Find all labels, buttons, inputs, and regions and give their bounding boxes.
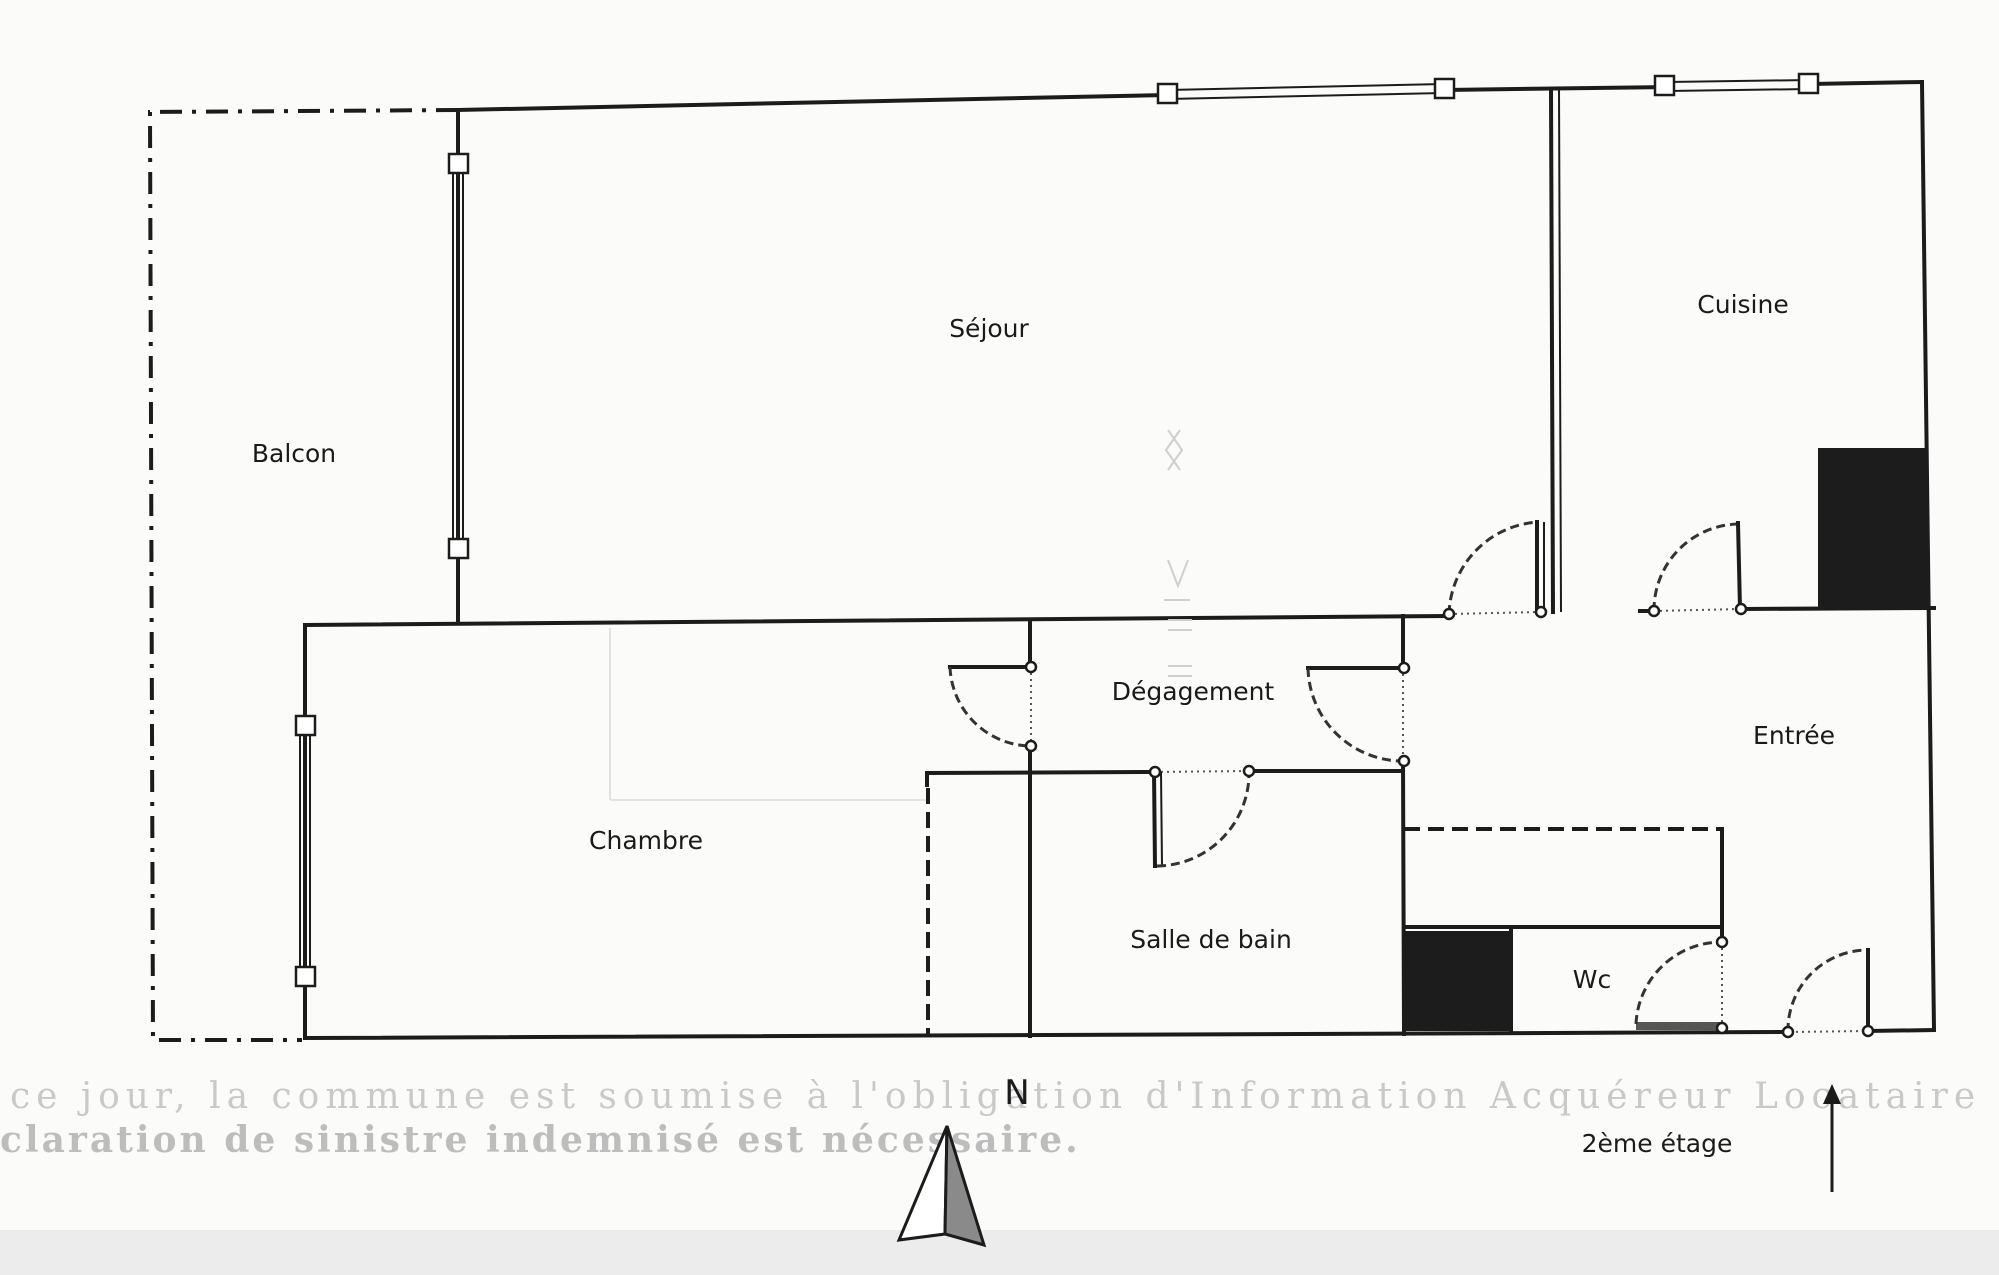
label-cuisine: Cuisine bbox=[1697, 290, 1788, 319]
window-chambre-left bbox=[294, 714, 317, 988]
label-degagement: Dégagement bbox=[1112, 677, 1275, 706]
floor-label: 2ème étage bbox=[1582, 1129, 1733, 1158]
door-cuisine bbox=[1647, 520, 1748, 618]
door-sejour bbox=[1442, 520, 1548, 621]
wc-cupboard bbox=[1405, 931, 1509, 1031]
door-entrance bbox=[1781, 948, 1875, 1039]
compass-label: N bbox=[1004, 1073, 1029, 1113]
door-chambre bbox=[948, 660, 1038, 753]
bleed-through-line-1: ce jour, la commune est soumise à l'obli… bbox=[10, 1076, 1999, 1117]
label-balcon: Balcon bbox=[252, 439, 336, 468]
label-sejour: Séjour bbox=[949, 314, 1029, 343]
label-salle-de-bain: Salle de bain bbox=[1130, 925, 1292, 954]
cuisine-cupboard bbox=[1818, 448, 1928, 610]
label-entree: Entrée bbox=[1753, 721, 1835, 750]
label-wc: Wc bbox=[1573, 965, 1611, 994]
north-arrow-icon: N bbox=[896, 1073, 1030, 1248]
door-salle-de-bain bbox=[1148, 764, 1256, 869]
bleed-through-line-2: claration de sinistre indemnisé est néce… bbox=[0, 1119, 1081, 1161]
outer-walls bbox=[302, 79, 1937, 1041]
window-cuisine-top bbox=[1653, 72, 1820, 97]
cuisine-walls bbox=[1448, 86, 1928, 615]
page-fold-shade bbox=[0, 1230, 1999, 1275]
door-wc bbox=[1634, 935, 1729, 1035]
degagement-walls bbox=[609, 614, 1407, 1038]
chambre-closet bbox=[925, 771, 930, 1036]
bleed-through-text: ce jour, la commune est soumise à l'obli… bbox=[0, 1076, 1999, 1161]
window-sejour-top bbox=[1156, 77, 1456, 105]
faint-marks bbox=[1164, 429, 1192, 677]
window-sejour-left bbox=[447, 152, 470, 560]
wc-walls bbox=[1402, 827, 1724, 1035]
balcon-outline bbox=[147, 108, 459, 1042]
door-degagement-entree bbox=[1306, 661, 1411, 768]
label-chambre: Chambre bbox=[589, 826, 703, 855]
entry-arrow-icon bbox=[1823, 1084, 1841, 1192]
